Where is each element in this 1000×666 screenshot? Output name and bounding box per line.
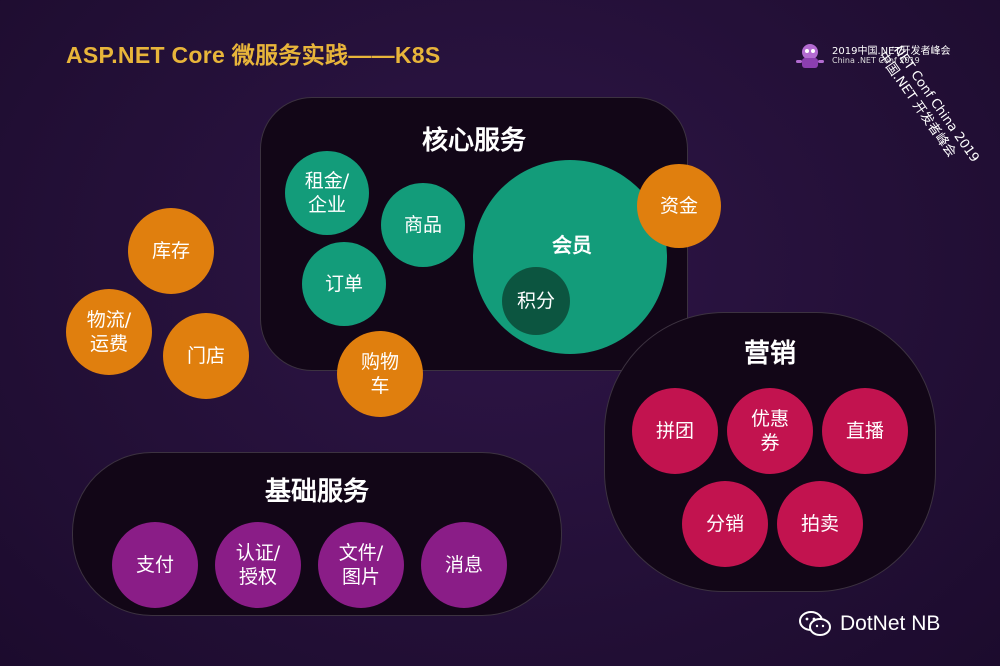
conf-logo: 2019中国.NET开发者峰会 China .NET Conf 2019 .NE… bbox=[792, 34, 992, 165]
node-label: 商品 bbox=[403, 214, 442, 236]
node-order: 订单 bbox=[302, 242, 386, 326]
node-label: 认证/ 授权 bbox=[235, 542, 281, 588]
wechat-watermark: DotNet NB bbox=[798, 610, 940, 638]
wechat-label: DotNet NB bbox=[840, 612, 941, 635]
node-label: 分销 bbox=[705, 513, 744, 535]
node-distribution: 分销 bbox=[682, 481, 768, 567]
node-funds: 资金 bbox=[637, 164, 721, 248]
node-store: 门店 bbox=[163, 313, 249, 399]
node-logistics: 物流/ 运费 bbox=[66, 289, 152, 375]
node-label: 租金/ 企业 bbox=[304, 170, 350, 216]
node-auction: 拍卖 bbox=[777, 481, 863, 567]
node-label: 拍卖 bbox=[800, 513, 839, 535]
marketing-title: 营销 bbox=[743, 339, 796, 369]
core-services-title: 核心服务 bbox=[421, 126, 526, 156]
node-label: 文件/ 图片 bbox=[338, 542, 384, 588]
node-label: 直播 bbox=[845, 420, 884, 442]
node-coupon: 优惠 券 bbox=[727, 388, 813, 474]
logo-diagonal-line2: 中国.NET 开发者峰会 bbox=[874, 49, 959, 161]
node-payment: 支付 bbox=[112, 522, 198, 608]
node-live: 直播 bbox=[822, 388, 908, 474]
node-label: 会员 bbox=[552, 233, 592, 257]
node-inventory: 库存 bbox=[128, 208, 214, 294]
node-label: 订单 bbox=[324, 273, 363, 295]
node-rent: 租金/ 企业 bbox=[285, 151, 369, 235]
node-label: 消息 bbox=[444, 554, 483, 576]
node-label: 资金 bbox=[659, 195, 698, 217]
node-group-buy: 拼团 bbox=[632, 388, 718, 474]
logo-subtext: China .NET Conf 2019 bbox=[832, 56, 920, 65]
node-cart: 购物 车 bbox=[337, 331, 423, 417]
logo-diagonal: .NET Conf China 2019 中国.NET 开发者峰会 bbox=[874, 40, 986, 181]
node-label: 购物 车 bbox=[360, 351, 399, 397]
node-product: 商品 bbox=[381, 183, 465, 267]
wechat-icon bbox=[799, 611, 831, 636]
robot-mascot-icon bbox=[796, 44, 824, 68]
node-label: 优惠 券 bbox=[750, 408, 789, 454]
node-files: 文件/ 图片 bbox=[318, 522, 404, 608]
node-label: 门店 bbox=[186, 345, 225, 367]
node-label: 拼团 bbox=[655, 420, 694, 442]
node-messages: 消息 bbox=[421, 522, 507, 608]
page-title: ASP.NET Core 微服务实践——K8S bbox=[66, 42, 441, 68]
node-points: 积分 bbox=[502, 267, 570, 335]
node-member: 会员 bbox=[473, 160, 667, 354]
node-label: 支付 bbox=[135, 554, 174, 576]
logo-diagonal-line1: .NET Conf China 2019 bbox=[887, 40, 982, 166]
base-services-title: 基础服务 bbox=[264, 477, 369, 507]
node-label: 物流/ 运费 bbox=[86, 309, 132, 355]
node-label: 库存 bbox=[151, 240, 190, 262]
logo-text: 2019中国.NET开发者峰会 bbox=[832, 46, 951, 57]
node-label: 积分 bbox=[516, 290, 555, 312]
node-auth: 认证/ 授权 bbox=[215, 522, 301, 608]
